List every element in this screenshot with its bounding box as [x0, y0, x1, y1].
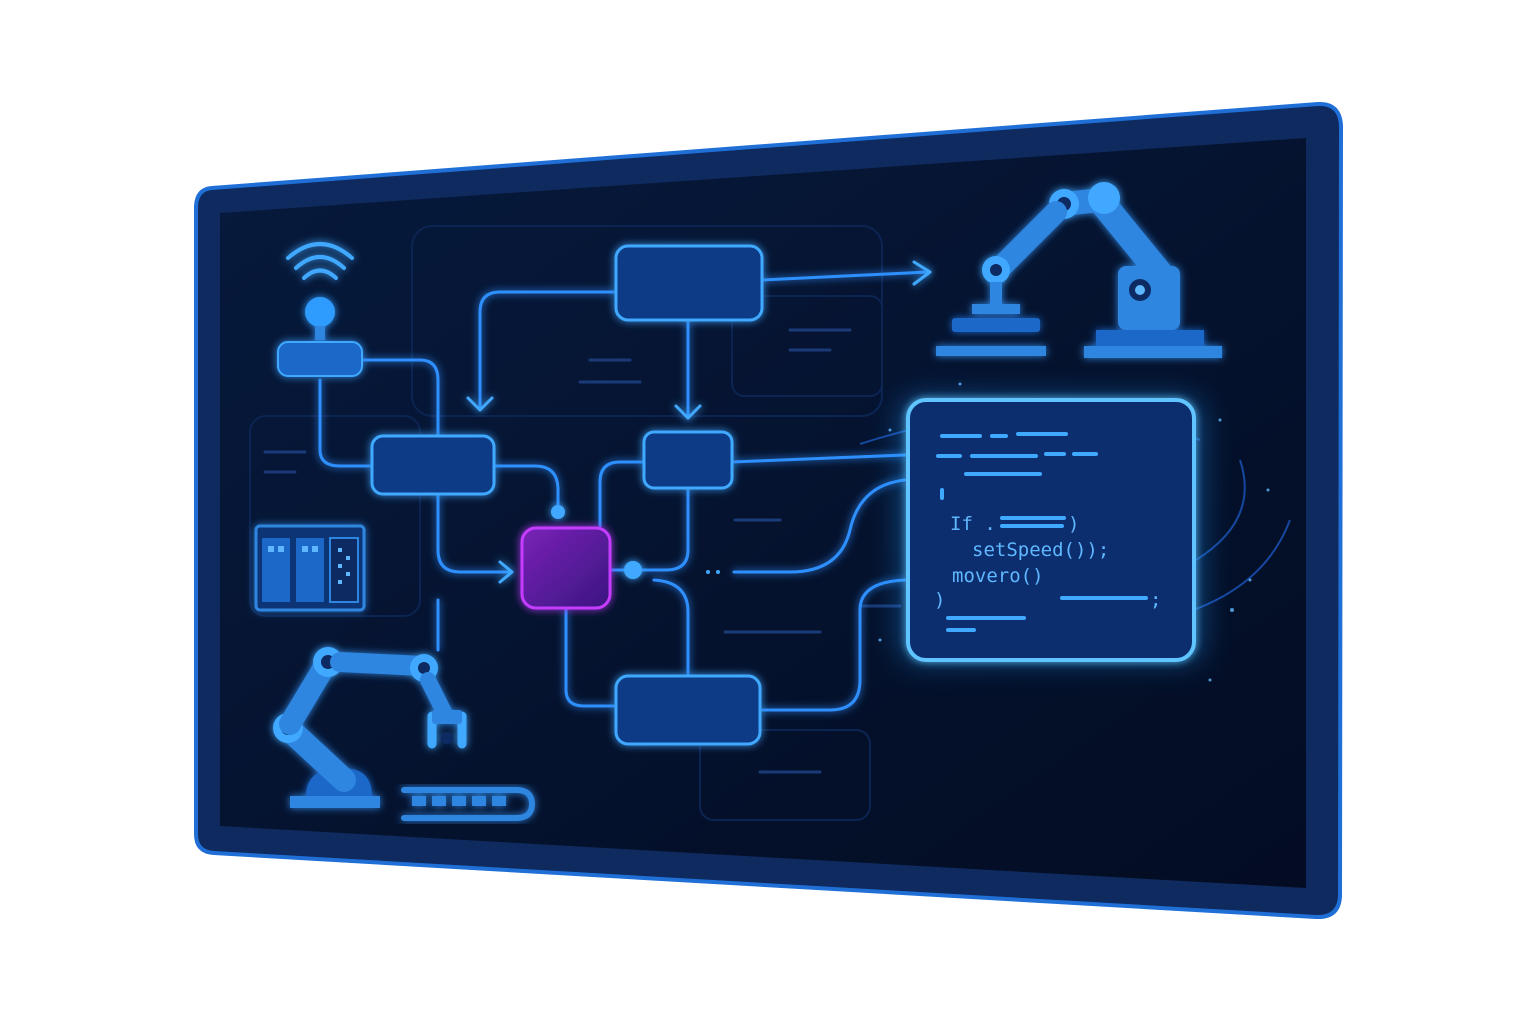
code-line-if: If .	[950, 513, 996, 535]
code-line-semicolon: ;	[1150, 589, 1161, 611]
flow-node-left[interactable]	[372, 436, 494, 494]
junction-dot-top	[551, 505, 565, 519]
code-panel[interactable]: If . ) setSpeed()); movero() ) ;	[898, 396, 1204, 664]
code-line-setspeed: setSpeed());	[972, 539, 1109, 561]
code-line-end-paren: )	[934, 589, 945, 611]
flow-node-top[interactable]	[616, 246, 762, 320]
flow-node-right[interactable]	[644, 432, 732, 488]
code-line-movero: movero()	[952, 565, 1044, 587]
flow-node-accent[interactable]	[522, 528, 610, 608]
flow-node-bottom[interactable]	[616, 676, 760, 744]
code-line-close-paren: )	[1068, 513, 1079, 535]
plc-controller-icon	[256, 526, 364, 610]
junction-dot-right	[624, 561, 642, 579]
